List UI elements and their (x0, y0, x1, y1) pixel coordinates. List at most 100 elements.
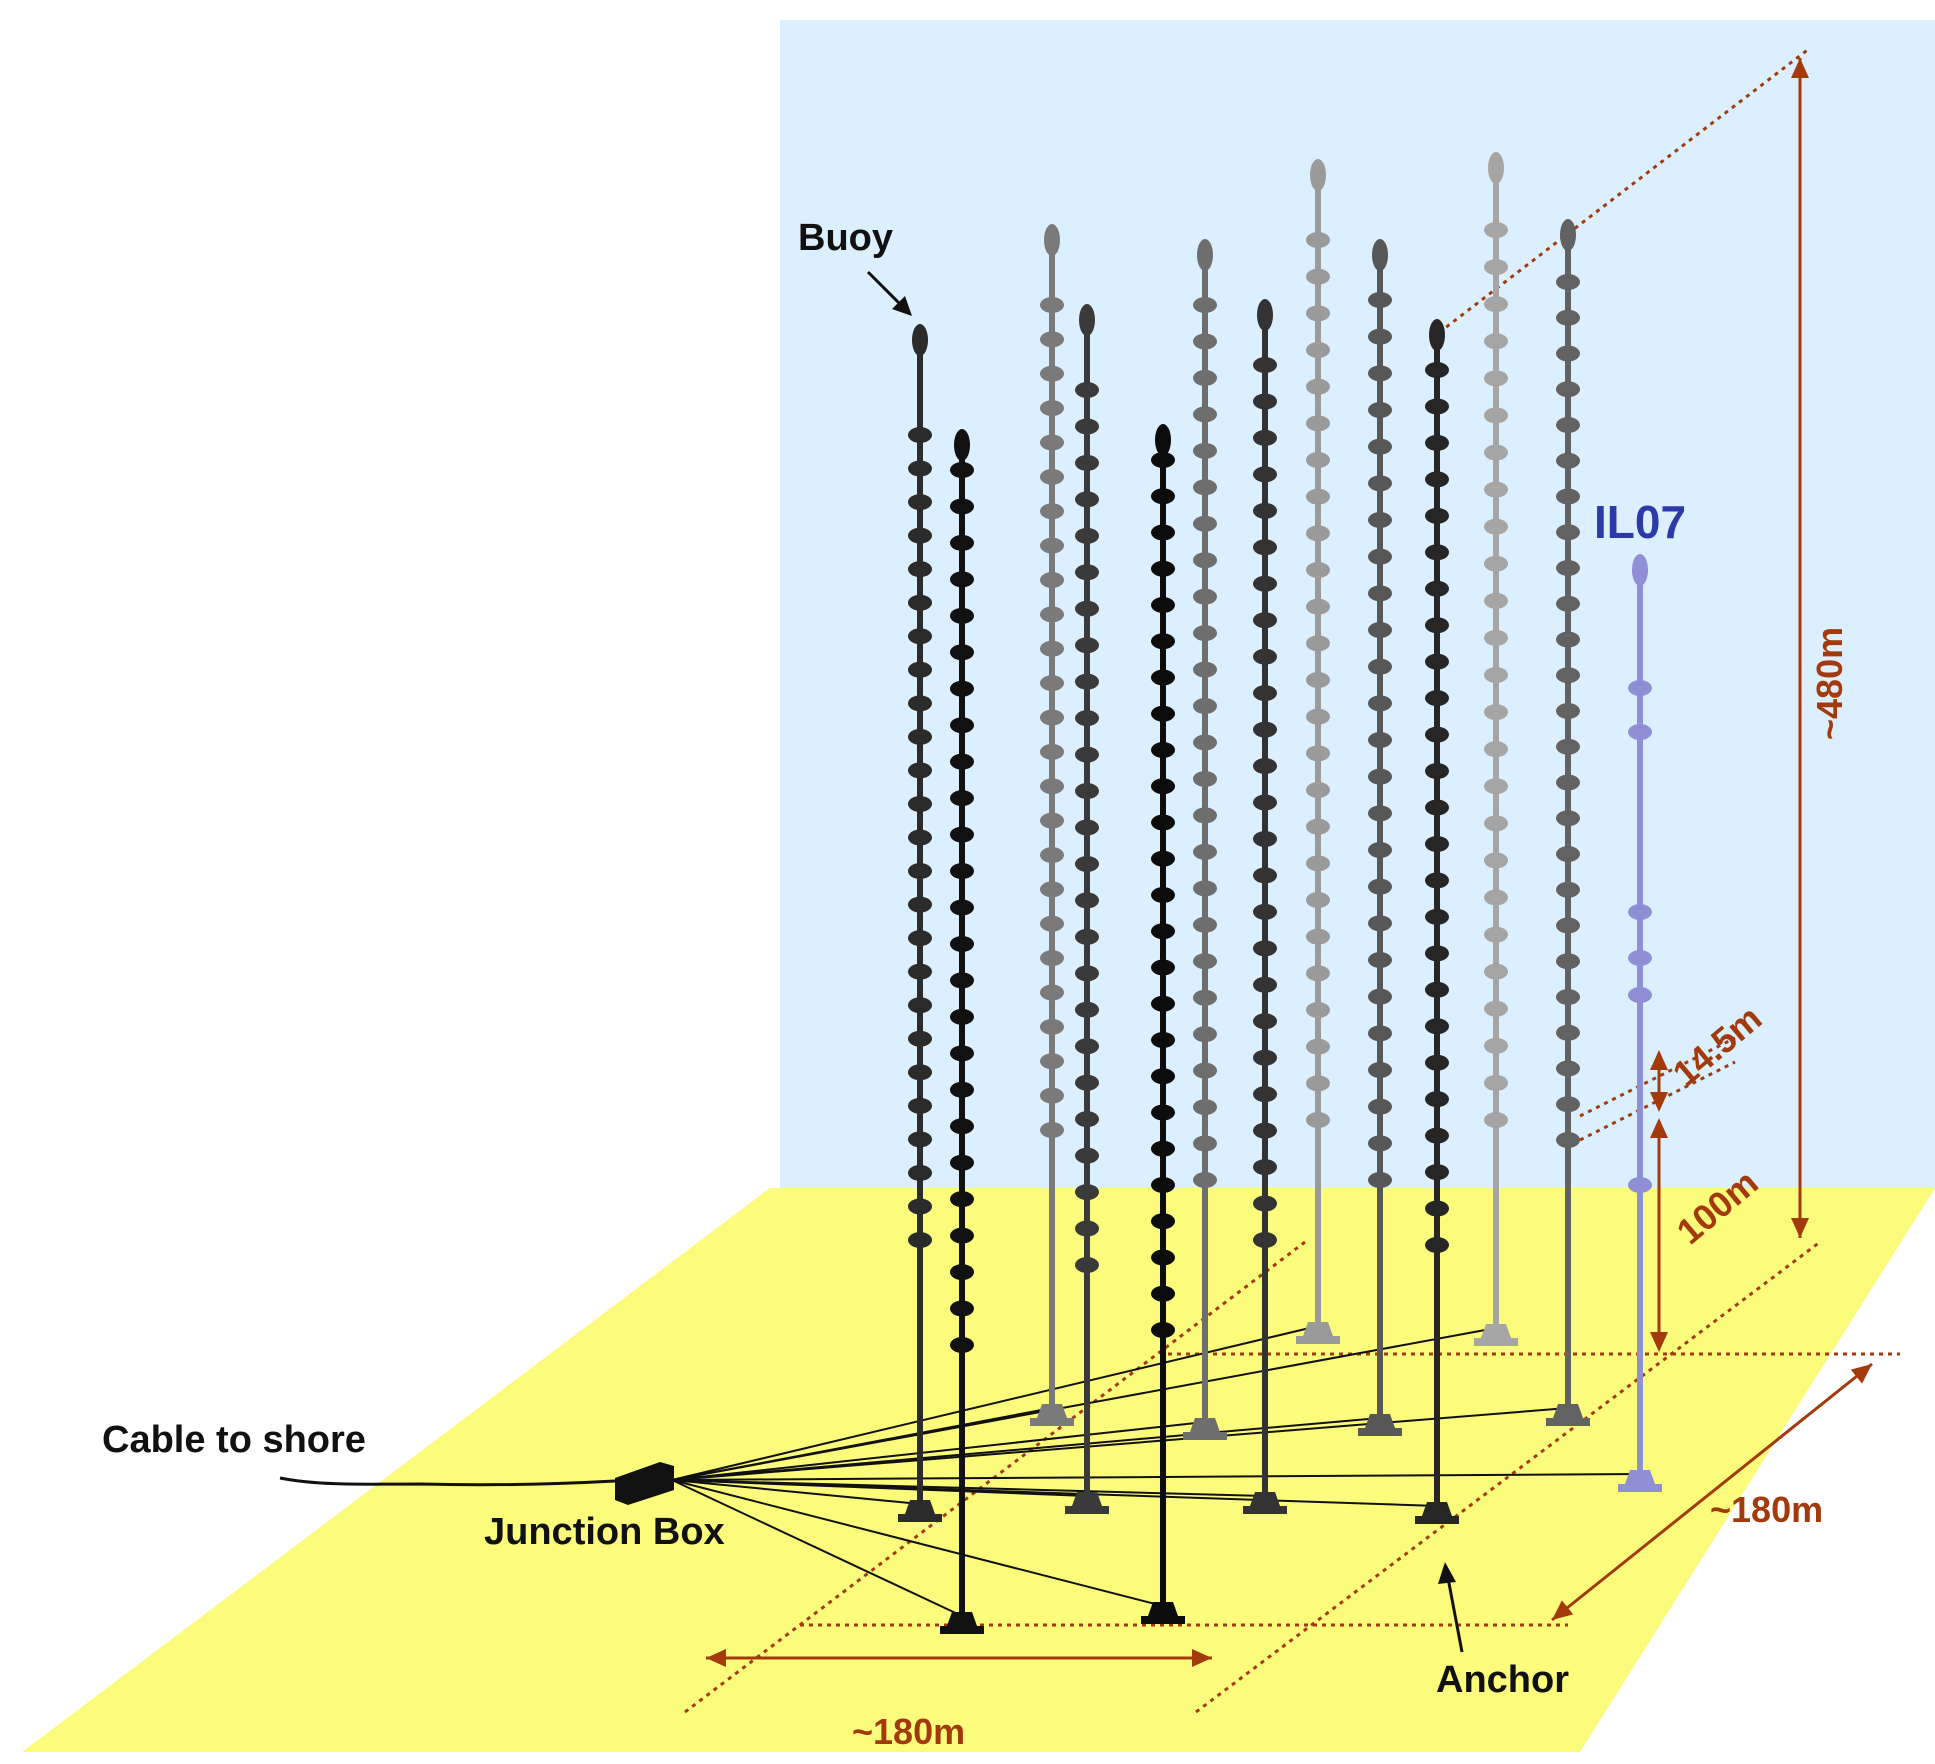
storey (1193, 406, 1217, 423)
storey (1040, 1087, 1064, 1104)
storey (950, 680, 974, 697)
storey (908, 1030, 932, 1047)
storey (1040, 743, 1064, 760)
storey (1425, 1127, 1449, 1144)
storey (1040, 709, 1064, 726)
storey (1368, 438, 1392, 455)
storey (908, 762, 932, 779)
storey (1253, 794, 1277, 811)
storey (1253, 903, 1277, 920)
buoy (1429, 319, 1445, 351)
storey (1628, 724, 1652, 740)
storey (1040, 400, 1064, 417)
storey (1151, 778, 1175, 795)
detector-line (1618, 554, 1662, 1492)
storey (1484, 704, 1508, 721)
storey (1151, 887, 1175, 903)
width-front-label: ~180m (852, 1711, 965, 1752)
height-arrow-top (1791, 58, 1809, 78)
storey (1151, 1140, 1175, 1157)
storey (1425, 726, 1449, 743)
storey (1151, 814, 1175, 831)
storey (1193, 916, 1217, 933)
seabed-plane (22, 1188, 1935, 1752)
storey (1556, 560, 1580, 576)
buoy-arrow (866, 270, 906, 310)
detector-line (1183, 239, 1227, 1440)
storey (1075, 855, 1099, 872)
storey (1040, 1053, 1064, 1070)
storey (1628, 680, 1652, 696)
spacing-arrow-bottom (1650, 1092, 1668, 1112)
junction-box-label: Junction Box (484, 1511, 725, 1553)
storey (1306, 745, 1330, 762)
storey (1253, 1159, 1277, 1176)
buoy (1372, 239, 1388, 271)
storey (1425, 1018, 1449, 1035)
storey (1368, 402, 1392, 418)
detector-line (1415, 319, 1459, 1524)
storey (1151, 488, 1175, 505)
storey (1484, 741, 1508, 758)
storey (1556, 345, 1580, 362)
storey (1075, 527, 1099, 544)
detector-line (1243, 299, 1287, 1514)
storey (1425, 471, 1449, 488)
storey (1253, 1049, 1277, 1066)
storey (1556, 738, 1580, 755)
detector-line (898, 324, 942, 1522)
storey (1193, 515, 1217, 532)
storey (1425, 690, 1449, 707)
storey (1556, 631, 1580, 648)
buoy (1560, 219, 1576, 251)
storey (950, 863, 974, 880)
storey (1253, 648, 1277, 665)
dimension-guides (684, 46, 1900, 1714)
storey (950, 571, 974, 588)
storey (950, 717, 974, 734)
storey (1151, 1104, 1175, 1121)
storey (1040, 915, 1064, 932)
storey (950, 534, 974, 551)
anchor-base (940, 1626, 984, 1634)
buoy (1197, 239, 1213, 271)
storey (1075, 564, 1099, 581)
buoy (912, 324, 928, 356)
storey (1484, 1000, 1508, 1017)
storey (908, 795, 932, 812)
storey (1556, 524, 1580, 541)
storey (1253, 758, 1277, 775)
storey (908, 628, 932, 645)
storey (1151, 1213, 1175, 1230)
storey (950, 1008, 974, 1025)
storey (1193, 442, 1217, 459)
storey (908, 494, 932, 511)
cable-to-line (671, 1479, 921, 1505)
storey (908, 863, 932, 880)
storey (950, 1300, 974, 1317)
storey (1306, 1112, 1330, 1128)
storey (1306, 672, 1330, 688)
storey (1040, 847, 1064, 863)
storey (1306, 452, 1330, 468)
anchor-arrow (1446, 1577, 1464, 1653)
storey (1075, 746, 1099, 763)
storey (1075, 1111, 1099, 1128)
storey (1484, 1074, 1508, 1091)
anchor-base (1358, 1428, 1402, 1436)
labels: Buoy Cable to shore Junction Box Anchor … (102, 217, 1850, 1752)
storey (1484, 333, 1508, 350)
storey (1075, 965, 1099, 982)
anchor-base (1296, 1336, 1340, 1344)
storey (908, 527, 932, 544)
anchor-base (1546, 1418, 1590, 1426)
anchor (1481, 1324, 1511, 1338)
anchor (1072, 1492, 1102, 1506)
cable-to-line (671, 1407, 1569, 1481)
storey (1193, 552, 1217, 569)
storey (1306, 598, 1330, 615)
storey (950, 1045, 974, 1062)
storey (1628, 950, 1652, 966)
storey (1368, 548, 1392, 565)
buoy-label: Buoy (798, 217, 893, 259)
